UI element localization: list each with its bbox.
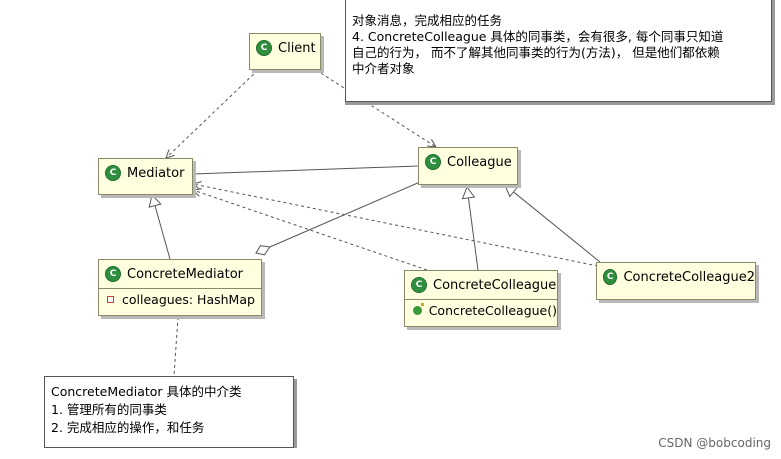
link-cmediator-colleague bbox=[255, 181, 421, 256]
link-ccolleague-colleague bbox=[461, 185, 479, 271]
class-name: ConcreteMediator bbox=[127, 266, 244, 282]
link-client-mediator bbox=[166, 69, 259, 158]
note-top-shadow-side bbox=[772, 0, 775, 105]
note-top-line-4: 中介者对象 bbox=[352, 61, 415, 76]
note-bottom-shadow-side bbox=[294, 379, 297, 448]
class-name: Mediator bbox=[127, 165, 185, 181]
link-ccolleague2-colleague bbox=[504, 184, 601, 263]
private-field-icon bbox=[107, 295, 114, 303]
class-name: Colleague bbox=[447, 154, 512, 170]
class-separator bbox=[99, 288, 261, 289]
class-name: ConcreteColleague2 bbox=[623, 269, 755, 285]
note-top-shadow bbox=[345, 102, 775, 105]
note-top-line-2: 4. ConcreteColleague 具体的同事类，会有很多, 每个同事只知… bbox=[352, 29, 724, 44]
watermark: CSDN @bobcoding bbox=[658, 436, 771, 450]
class-name: Client bbox=[278, 40, 316, 56]
note-bottom-line-2: 1. 管理所有的同事类 bbox=[51, 402, 167, 417]
note-top: 对象消息，完成相应的任务 4. ConcreteColleague 具体的同事类… bbox=[345, 0, 772, 102]
class-concrete-mediator[interactable]: C ConcreteMediator colleagues: HashMap bbox=[98, 259, 262, 316]
class-name: ConcreteColleague bbox=[433, 277, 557, 293]
class-icon: C bbox=[105, 165, 121, 181]
class-icon: C bbox=[425, 154, 441, 170]
link-ccolleague-mediator bbox=[193, 190, 428, 271]
link-mediator-colleague bbox=[192, 165, 419, 175]
class-field: colleagues: HashMap bbox=[122, 291, 255, 307]
note-bottom-line-3: 2. 完成相应的操作，和任务 bbox=[51, 420, 205, 435]
class-icon: C bbox=[603, 269, 618, 285]
class-separator bbox=[405, 299, 557, 300]
class-colleague[interactable]: C Colleague bbox=[418, 147, 518, 185]
note-top-line-3: 自己的行为， 而不了解其他同事类的行为(方法)， 但是他们都依赖 bbox=[352, 45, 720, 60]
class-client[interactable]: C Client bbox=[249, 33, 321, 70]
class-concrete-colleague[interactable]: C ConcreteColleague ConcreteColleague() bbox=[404, 270, 558, 327]
note-top-line-1: 对象消息，完成相应的任务 bbox=[352, 13, 503, 28]
class-icon: C bbox=[256, 40, 272, 56]
note-bottom: ConcreteMediator 具体的中介类 1. 管理所有的同事类 2. 完… bbox=[44, 376, 294, 448]
constructor-icon bbox=[413, 302, 424, 315]
note-bottom-line-1: ConcreteMediator 具体的中介类 bbox=[51, 384, 242, 399]
link-note-cmediator bbox=[173, 316, 179, 377]
link-cmediator-mediator bbox=[148, 193, 171, 260]
class-icon: C bbox=[105, 266, 121, 282]
class-mediator[interactable]: C Mediator bbox=[98, 158, 193, 195]
link-ccolleague2-mediator bbox=[193, 184, 599, 267]
class-method: ConcreteColleague() bbox=[428, 302, 557, 318]
class-icon: C bbox=[411, 277, 427, 293]
class-concrete-colleague2[interactable]: C ConcreteColleague2 bbox=[596, 262, 756, 300]
